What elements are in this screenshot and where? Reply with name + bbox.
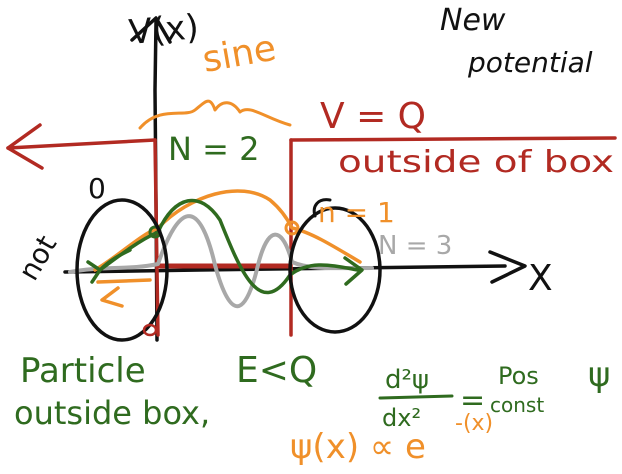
deriv-numerator: d²ψ (385, 365, 429, 395)
not-label: not (12, 230, 64, 286)
small-red-mark (142, 323, 158, 337)
outside-box-label: outside box, (14, 394, 210, 432)
title-potential: potential (467, 46, 593, 79)
right-ellipse-tail (312, 198, 332, 218)
n2-label: N = 2 (168, 130, 259, 168)
wave-n3-gray (68, 214, 374, 309)
fraction-bar (378, 394, 454, 400)
y-axis-arrowhead (130, 16, 172, 44)
left-outside-line (6, 138, 157, 150)
const-label: const (490, 393, 544, 417)
equals-sign: = (460, 383, 485, 418)
wave-n1-orange (93, 189, 362, 272)
wave-n2-green (98, 198, 360, 295)
wave-n2-green-group (86, 198, 364, 295)
zero-label: 0 (88, 172, 106, 205)
orange-decay-arrowhead-left (100, 286, 124, 308)
psi-symbol: ψ (588, 355, 610, 395)
left-region-ellipse (75, 198, 169, 342)
x-axis-arrowhead (488, 250, 527, 284)
deriv-denominator: dx² (382, 404, 421, 432)
x-axis (63, 264, 507, 274)
exponent-label: -(x) (455, 411, 493, 436)
wave-n1-orange-group (93, 99, 362, 308)
green-arrow-left (86, 260, 102, 284)
potential-label: V = Q (320, 96, 426, 137)
right-region-ellipse (288, 206, 382, 334)
left-outside-arrowhead (6, 123, 44, 170)
condition-label: E<Q (236, 350, 317, 391)
green-decay-left (98, 248, 132, 272)
sine-label: sine (199, 28, 279, 81)
sine-underline-brace (138, 99, 292, 130)
n3-label: N = 3 (378, 231, 452, 261)
particle-label: Particle (20, 351, 146, 391)
orange-node-dot (284, 220, 300, 236)
outside-label: outside of box (338, 145, 614, 180)
orange-decay-left (96, 278, 152, 284)
y-axis-label: V(x) (127, 7, 200, 53)
pos-label: Pos (498, 362, 539, 390)
right-outside-line (289, 136, 617, 142)
n1-label: n = 1 (318, 196, 395, 229)
green-arrow-right (343, 256, 364, 286)
title-new: New (440, 3, 506, 38)
x-axis-label: X (528, 258, 553, 299)
proportional-label: ψ(x) ∝ e (290, 427, 426, 467)
